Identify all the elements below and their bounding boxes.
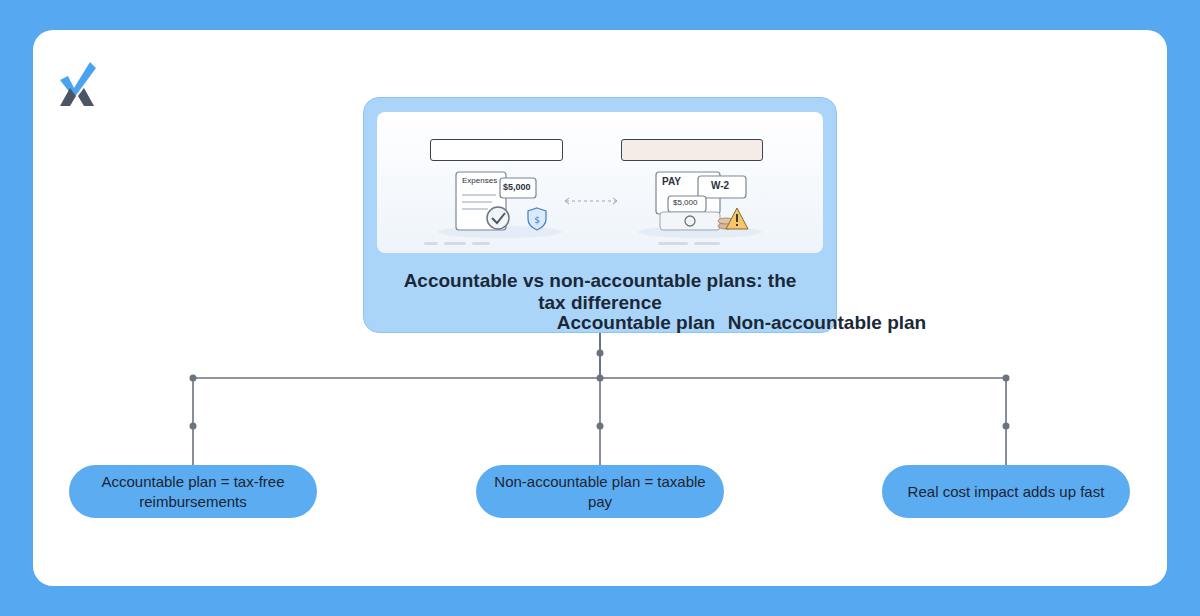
node-text: Non-accountable plan = taxable pay [494, 473, 705, 510]
junction-dot [190, 423, 197, 430]
junction-dot [1003, 375, 1010, 382]
junction-dot [597, 423, 604, 430]
node-text: Real cost impact adds up fast [908, 483, 1105, 500]
branch-connector [600, 333, 1006, 465]
node-text: Non-accountable plan [622, 312, 1032, 334]
node-text: Accountable vs non-accountable plans: th… [395, 270, 805, 314]
summary-pill: Real cost impact adds up fast [882, 465, 1130, 518]
illustration-label: $5,000 [503, 182, 531, 192]
brand-logo [56, 58, 100, 110]
plan-tag: Accountable plan [430, 139, 563, 161]
branch-connector [599, 333, 601, 465]
summary-pill: Accountable plan = tax-free reimbursemen… [69, 465, 317, 518]
junction-dot [597, 375, 604, 382]
plan-tag: Non-accountable plan [621, 139, 763, 161]
illustration-label: W-2 [711, 180, 729, 191]
junction-dot [190, 375, 197, 382]
illustration-label: PAY [662, 176, 681, 187]
title-box: Accountable vs non-accountable plans: th… [363, 97, 837, 333]
junction-dot [597, 350, 604, 357]
junction-dot [1003, 423, 1010, 430]
branch-connector [193, 333, 600, 465]
illustration-label: $5,000 [673, 198, 697, 207]
node-text: Accountable plan = tax-free reimbursemen… [101, 473, 284, 510]
summary-pill: Non-accountable plan = taxable pay [476, 465, 724, 518]
illustration-label: Expenses [462, 176, 497, 185]
